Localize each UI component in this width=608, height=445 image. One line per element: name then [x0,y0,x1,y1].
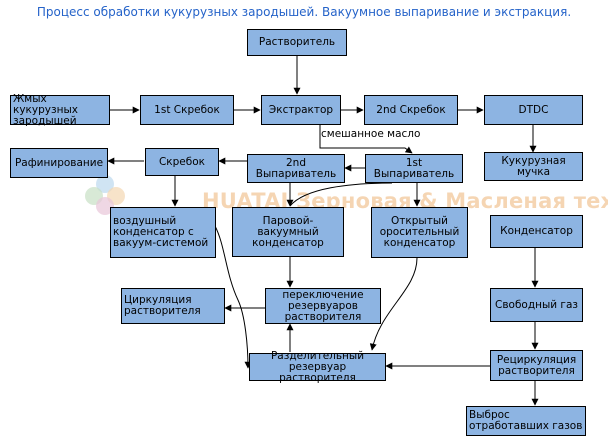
arrow-spraycondenser-separating [369,257,418,351]
node-separating-tank: Разделительный резервуар растворителя [249,350,386,383]
node-germ-cake: Жмых кукурузных зародышей [10,93,110,126]
node-scraper-1: 1st Скребок [140,95,234,125]
node-refining: Рафинирование [10,148,108,178]
node-solvent-circulation: Циркуляция растворителя [121,288,225,324]
node-extractor: Экстрактор [261,95,341,125]
arrow-extractor-evaporator1 [319,125,413,154]
node-air-condenser: воздушный конденсатор с вакуум-системой [110,207,216,258]
line-evaporator1-steamcondenser [289,182,393,207]
diagram-title: Процесс обработки кукурузных зародышей. … [36,5,572,19]
node-evaporator-2: 2nd Выпариватель [247,154,345,183]
node-evaporator-1: 1st Выпариватель [365,154,463,183]
node-dtdc: DTDC [484,95,583,125]
node-free-gas: Свободный газ [490,288,583,322]
node-corn-meal: Кукурузная мучка [484,152,583,181]
node-open-spray-condenser: Открытый оросительный конденсатор [371,207,468,258]
node-tank-switch: переключение резервуаров растворителя [265,288,381,324]
watermark-logo-icon [85,175,125,215]
edge-label-mixed-oil: смешанное масло [321,128,421,140]
node-exhaust-gases: Выброс отработавших газов [466,406,586,436]
node-steam-vacuum-condenser: Паровой-вакуумный конденсатор [232,207,344,257]
arrow-aircondenser-separating [214,225,252,369]
node-condenser: Конденсатор [490,215,583,248]
node-solvent-recirculation: Рециркуляция растворителя [490,350,583,381]
node-solvent: Растворитель [247,29,347,56]
node-scraper: Скребок [145,148,219,176]
node-scraper-2: 2nd Скребок [364,95,458,125]
